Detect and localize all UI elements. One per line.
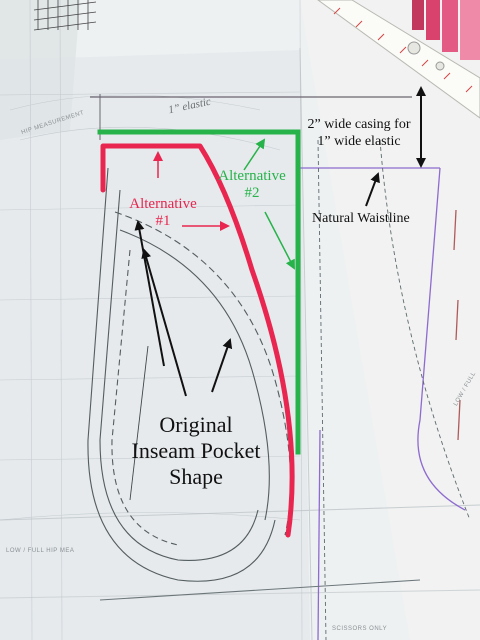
casing-label-line-1: 2” wide casing for [307,117,411,132]
color-chips [412,0,480,60]
original-pocket-lines [87,167,421,601]
pocket-arrow-3 [211,338,233,393]
alternative-2-label-line-1: Alternative [218,168,286,184]
pocket-arrow-1 [134,220,165,367]
original-pocket-label-line-1: Original [159,412,233,437]
alternative-1-outline [100,143,295,538]
waistline-label: Natural Waistline [312,211,410,226]
alternative-2-label: Alternative #2 [214,168,290,202]
ruler [317,0,480,119]
alt2-right-arrow [264,211,295,270]
alternative-1-label: Alternative #1 [128,196,198,230]
original-pocket-label: Original Inseam Pocket Shape [126,412,266,490]
original-pocket-label-line-2: Inseam Pocket [131,438,261,463]
hip-measurement-print-bottom: LOW / FULL HIP MEA [6,548,75,554]
casing-label: 2” wide casing for 1” wide elastic [305,116,413,150]
casing-label-line-2: 1” wide elastic [317,134,401,149]
original-pocket-label-line-3: Shape [169,464,223,489]
printed-grid [0,0,303,640]
alternative-1-label-line-2: #1 [155,213,171,229]
scissors-only-print: SCISSORS ONLY [332,626,388,632]
alternative-2-outline [97,129,301,455]
waistline-guide [300,167,466,640]
waistline-arrow [365,172,380,207]
alternative-1-label-line-1: Alternative [129,196,197,212]
alternative-2-label-line-2: #2 [244,185,260,201]
crosshatch-grid [33,0,97,31]
right-pattern-lines [317,139,471,640]
alt2-up-arrow [243,138,266,171]
pocket-arrow-2 [141,248,187,397]
